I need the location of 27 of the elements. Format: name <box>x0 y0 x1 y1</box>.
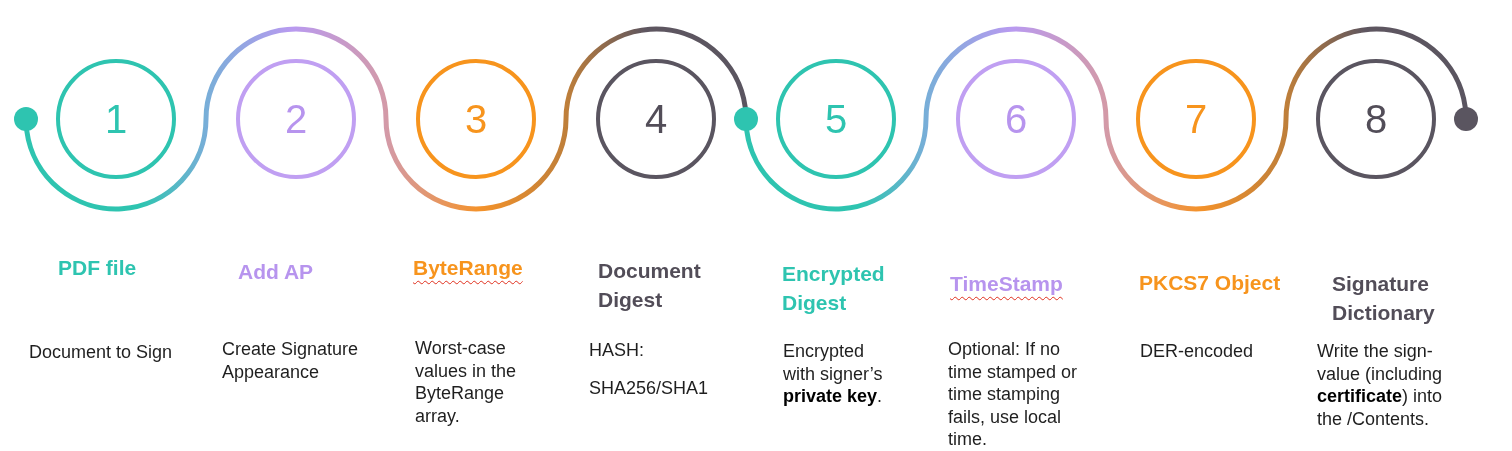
step-number: 1 <box>104 97 128 141</box>
step-description: Optional: If no time stamped or time stamping fails, use local time. <box>948 338 1079 451</box>
step-title: ByteRange <box>413 255 524 281</box>
step-title: Signature Dictionary <box>1332 271 1436 326</box>
step-description: Encrypted with signer’s private key. <box>783 340 884 408</box>
step-title: TimeStamp <box>950 271 1064 297</box>
step-title: Add AP <box>238 259 315 285</box>
step-title: PKCS7 Object <box>1139 270 1282 296</box>
step-description: Create Signature Appearance <box>222 338 360 383</box>
step-number: 7 <box>1184 97 1208 141</box>
step-description: SHA256/SHA1 <box>589 376 710 399</box>
wave-connector <box>24 26 748 212</box>
step-title: Document Digest <box>598 258 702 313</box>
step-description: Worst-case values in the ByteRange array. <box>415 337 518 427</box>
step-number: 6 <box>1004 97 1028 141</box>
wave-connector <box>744 26 1468 212</box>
step-description: DER-encoded <box>1140 340 1255 363</box>
step-title: Encrypted Digest <box>782 261 886 316</box>
step-number: 3 <box>464 97 488 141</box>
step-number: 4 <box>644 97 668 141</box>
step-number: 2 <box>284 97 308 141</box>
step-description: HASH: <box>589 339 645 362</box>
step-description: Document to Sign <box>29 341 174 364</box>
step-number: 5 <box>824 97 848 141</box>
step-title: PDF file <box>58 255 138 281</box>
step-description: Write the sign-value (including certificate) into the /Contents. <box>1317 340 1444 430</box>
step-number: 8 <box>1364 97 1388 141</box>
